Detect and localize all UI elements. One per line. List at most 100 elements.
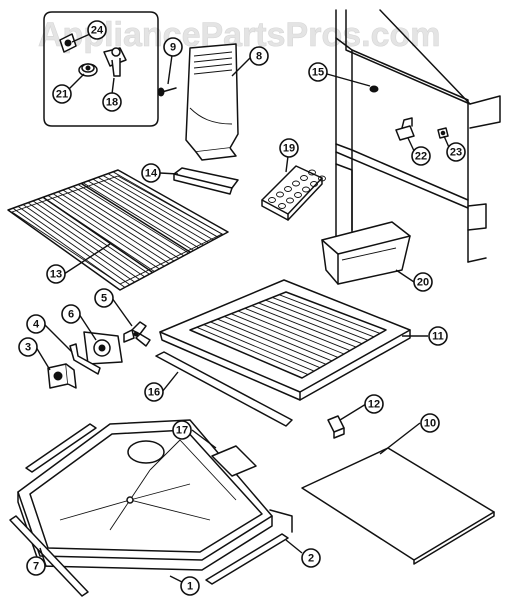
callout-number: 2 <box>308 553 314 565</box>
callout-number: 14 <box>145 168 158 180</box>
callout-number: 21 <box>56 89 68 101</box>
leader-lines <box>35 33 452 587</box>
callout-number: 12 <box>368 399 380 411</box>
callout-circle <box>46 264 66 284</box>
part-8-air-duct <box>185 43 239 161</box>
callout-circle <box>428 326 448 346</box>
trim-strip-upper <box>25 423 97 473</box>
callout-circle <box>446 142 466 162</box>
part-6-fan-shroud <box>83 331 123 365</box>
callout-number: 9 <box>170 42 176 54</box>
part-2-trim-strip <box>205 509 293 585</box>
callout-13: 13 <box>46 264 66 284</box>
callout-17: 17 <box>172 420 192 440</box>
callout-number: 6 <box>68 309 74 321</box>
callout-circle <box>26 314 46 334</box>
callout-circle <box>87 20 107 40</box>
part-18-thermostat <box>103 47 127 77</box>
callout-circle <box>18 337 38 357</box>
part-17-cover <box>211 445 257 477</box>
callout-number: 13 <box>50 269 62 281</box>
callout-18: 18 <box>102 92 122 112</box>
callout-number: 3 <box>25 342 31 354</box>
callout-circle <box>172 420 192 440</box>
callout-7: 7 <box>26 556 46 576</box>
part-15-socket <box>369 85 379 93</box>
part-10-cover-panel <box>301 447 495 565</box>
callout-circle <box>364 394 384 414</box>
callout-number: 16 <box>148 387 160 399</box>
callout-4: 4 <box>26 314 46 334</box>
part-24-clip <box>59 33 77 53</box>
callout-circle <box>308 62 328 82</box>
part-22-bracket <box>395 117 415 141</box>
callout-number: 22 <box>415 151 427 163</box>
callout-circle <box>61 304 81 324</box>
callout-23: 23 <box>446 142 466 162</box>
callout-16: 16 <box>144 382 164 402</box>
callout-5: 5 <box>94 288 114 308</box>
callout-number: 1 <box>187 581 193 593</box>
callout-number: 23 <box>450 147 462 159</box>
callout-number: 8 <box>256 51 262 63</box>
part-1-liner <box>17 419 273 571</box>
callout-number: 24 <box>91 25 104 37</box>
callout-6: 6 <box>61 304 81 324</box>
callout-1: 1 <box>180 576 200 596</box>
callout-circle <box>413 272 433 292</box>
callout-19: 19 <box>279 138 299 158</box>
part-19-egg-tray <box>261 165 326 221</box>
callout-circle <box>94 288 114 308</box>
part-21-knob <box>78 63 98 77</box>
callout-circle <box>411 146 431 166</box>
part-11-glass-shelf <box>159 279 411 401</box>
callout-21: 21 <box>52 84 72 104</box>
part-3-motor <box>47 363 77 389</box>
callout-14: 14 <box>141 163 161 183</box>
watermark-text: AppliancePartsPros.com <box>38 16 440 54</box>
callout-circle <box>141 163 161 183</box>
callout-number: 19 <box>283 143 295 155</box>
callout-22: 22 <box>411 146 431 166</box>
callout-8: 8 <box>249 46 269 66</box>
callout-circle <box>102 92 122 112</box>
callout-number: 5 <box>101 293 107 305</box>
callout-20: 20 <box>413 272 433 292</box>
callout-number: 4 <box>33 319 40 331</box>
callout-circle <box>279 138 299 158</box>
part-4-bracket <box>69 343 101 375</box>
part-14-handle <box>173 167 239 195</box>
part-7-trim-strip <box>9 515 89 597</box>
callout-9: 9 <box>163 37 183 57</box>
callout-circle <box>26 556 46 576</box>
cabinet-frame <box>335 9 501 263</box>
inset-box <box>43 11 159 127</box>
part-16-trim <box>155 351 293 427</box>
callout-number: 10 <box>424 418 436 430</box>
callout-circle <box>52 84 72 104</box>
callout-number: 20 <box>417 277 429 289</box>
callout-24: 24 <box>87 20 107 40</box>
callout-number: 7 <box>33 561 39 573</box>
part-20-bin <box>321 221 411 285</box>
callout-circle <box>144 382 164 402</box>
part-5-fan-blade <box>123 321 151 347</box>
callout-number: 18 <box>106 97 118 109</box>
callout-number: 11 <box>432 331 444 343</box>
callout-10: 10 <box>420 413 440 433</box>
callout-circle <box>163 37 183 57</box>
callout-12: 12 <box>364 394 384 414</box>
callout-15: 15 <box>308 62 328 82</box>
callout-circle <box>249 46 269 66</box>
callout-circle <box>180 576 200 596</box>
part-23-clip <box>437 127 449 139</box>
callout-circle <box>301 548 321 568</box>
callout-2: 2 <box>301 548 321 568</box>
callout-number: 15 <box>312 67 324 79</box>
callout-circle <box>420 413 440 433</box>
callout-3: 3 <box>18 337 38 357</box>
part-9-screw <box>157 87 177 97</box>
